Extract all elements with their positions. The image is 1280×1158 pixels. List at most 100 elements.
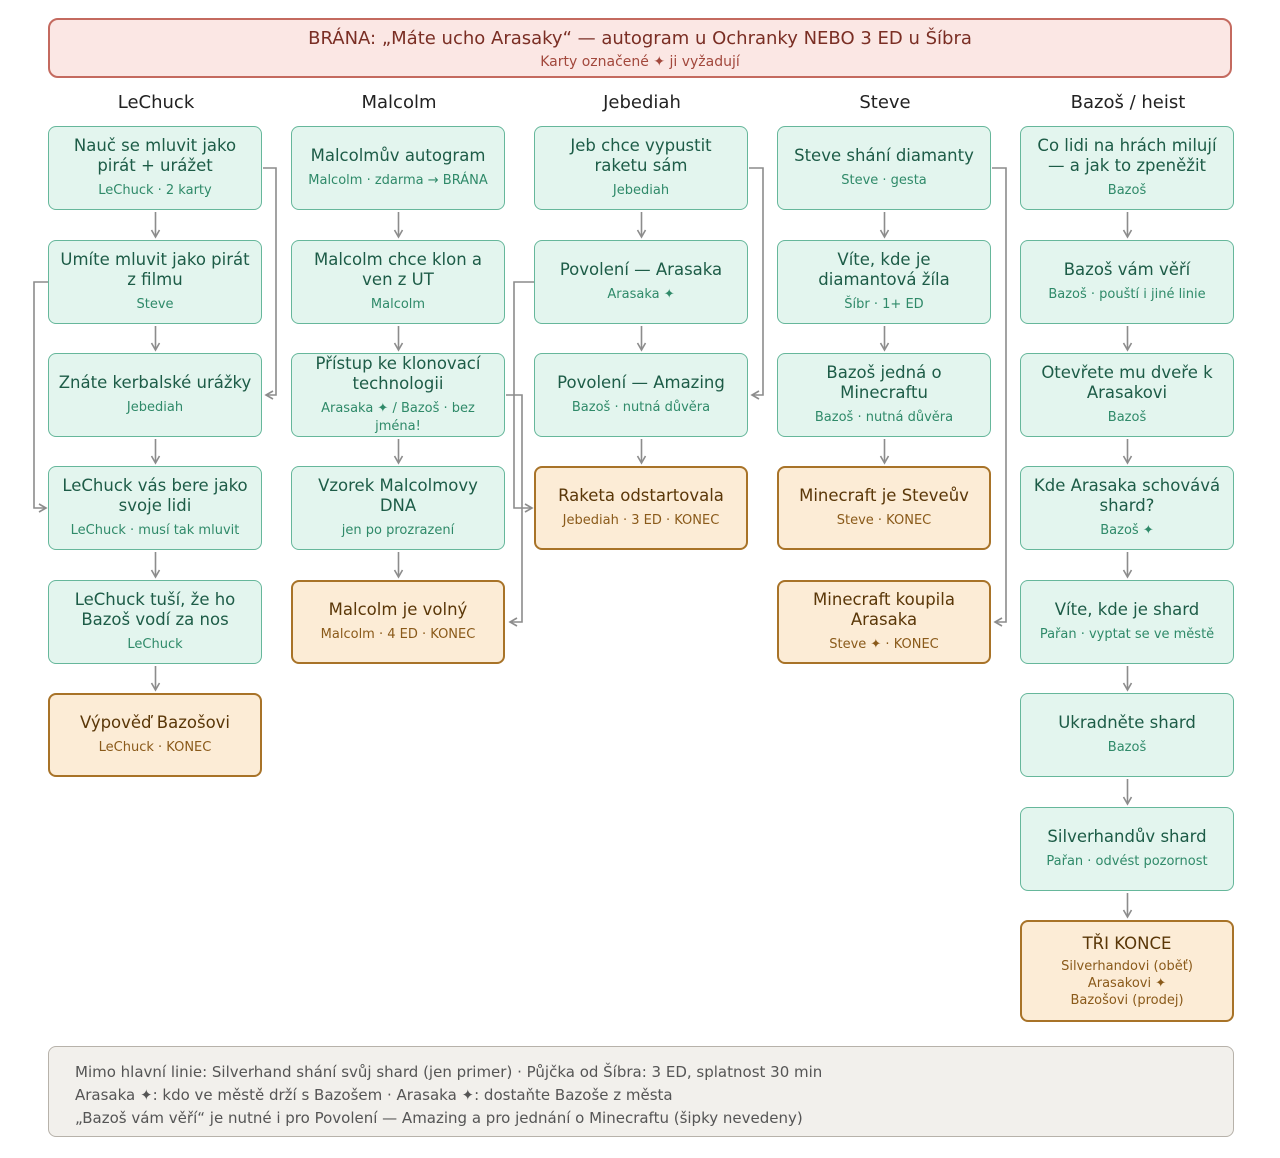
card-subtitle: Steve ✦ · KONEC [829, 637, 939, 652]
card-title: Bazoš jedná o Minecraftu [826, 363, 942, 402]
card-title: LeChuck vás bere jako svoje lidi [62, 476, 248, 515]
column-header: Bazoš / heist [1070, 92, 1186, 113]
card-title: Povolení — Arasaka [559, 260, 723, 279]
card-title: TŘI KONCE [1082, 933, 1172, 953]
card-subtitle: jen po prozrazení [341, 523, 455, 538]
gate-subtitle: Karty označené ✦ ji vyžadují [540, 54, 740, 70]
card-title: Znáte kerbalské urážky [58, 373, 252, 392]
column-header: Steve [859, 92, 911, 113]
card-title: Raketa odstartovala [558, 486, 724, 505]
card-title: Umíte mluvit jako pirát z filmu [60, 250, 250, 289]
card-subtitle: Pařan · odvést pozornost [1046, 854, 1208, 869]
card-subtitle: Bazoš ✦ [1100, 523, 1154, 538]
card-subtitle: Bazoš · nutná důvěra [814, 410, 954, 425]
card-title: Nauč se mluvit jako pirát + urážet [73, 136, 237, 175]
story-card: Kde Arasaka schovává shard? Bazoš ✦ [1020, 466, 1234, 550]
card-subtitle: LeChuck · 2 karty [98, 183, 212, 198]
footer-line: Arasaka ✦: kdo ve městě drží s Bazošem ·… [75, 1086, 673, 1104]
card-subtitle: Bazoš [1107, 183, 1147, 198]
card-subtitle: Bazoš · nutná důvěra [571, 400, 711, 415]
card-title: Otevřete mu dveře k Arasakovi [1041, 363, 1213, 402]
column-header: LeChuck [117, 92, 195, 113]
connector-arrow [263, 167, 277, 400]
card-title: Minecraft koupila Arasaka [813, 590, 955, 629]
card-title: Jeb chce vypustit raketu sám [570, 136, 712, 175]
card-title: Malcolm chce klon a ven z UT [313, 250, 483, 289]
footer-notes: Mimo hlavní linie: Silverhand shání svůj… [48, 1046, 1234, 1137]
card-title: Přístup ke klonovací technologii [315, 354, 481, 393]
column-header: Jebediah [603, 92, 681, 113]
card-title: Steve shání diamanty [794, 146, 974, 165]
story-card: Malcolm chce klon a ven z UT Malcolm [291, 240, 505, 324]
card-subtitle: LeChuck · KONEC [98, 740, 212, 755]
card-title: Víte, kde je shard [1054, 600, 1200, 619]
card-subtitle: Jebediah [612, 183, 670, 198]
card-title: Malcolm je volný [328, 600, 468, 619]
card-title: Výpověď Bazošovi [79, 713, 231, 732]
card-subtitle: Malcolm · 4 ED · KONEC [320, 627, 476, 642]
card-subtitle: Malcolm [370, 297, 426, 312]
story-card: Vzorek Malcolmovy DNA jen po prozrazení [291, 466, 505, 550]
card-subtitle: LeChuck · musí tak mluvit [70, 523, 240, 538]
card-subtitle: Arasaka ✦ [607, 287, 675, 302]
card-title: Malcolmův autogram [310, 146, 486, 165]
card-title: Minecraft je Steveův [799, 486, 969, 505]
connector-arrow [506, 394, 523, 627]
card-subtitle-line: Bazošovi (prodej) [1070, 992, 1184, 1008]
card-title: Vzorek Malcolmovy DNA [318, 476, 478, 515]
card-title: Bazoš vám věří [1063, 260, 1191, 279]
connector-arrow [33, 281, 48, 513]
footer-line: Mimo hlavní linie: Silverhand shání svůj… [75, 1063, 823, 1081]
card-subtitle: Steve [136, 297, 174, 312]
card-subtitle-line: Silverhandovi (oběť) [1061, 958, 1193, 974]
connector-arrow [992, 167, 1007, 627]
card-subtitle: LeChuck [127, 637, 183, 652]
card-subtitle: Bazoš [1107, 740, 1147, 755]
card-title: Kde Arasaka schovává shard? [1033, 476, 1221, 515]
card-subtitle: Malcolm · zdarma → BRÁNA [308, 173, 488, 188]
card-subtitle: Arasaka ✦ / Bazoš · bez jména! [321, 401, 475, 434]
story-card: Co lidi na hrách milují — a jak to zpeně… [1020, 126, 1234, 210]
card-subtitle: Steve · KONEC [836, 513, 932, 528]
card-title: Povolení — Amazing [557, 373, 725, 392]
card-subtitle-line: Arasakovi ✦ [1087, 975, 1167, 991]
column-header: Malcolm [361, 92, 437, 113]
card-title: Víte, kde je diamantová žíla [818, 250, 950, 289]
connector-arrow [749, 167, 764, 400]
card-subtitle: Silverhandovi (oběť)Arasakovi ✦Bazošovi … [1061, 958, 1193, 1009]
card-title: LeChuck tuší, že ho Bazoš vodí za nos [74, 590, 236, 629]
card-subtitle: Šíbr · 1+ ED [844, 297, 924, 312]
footer-line: „Bazoš vám věří“ je nutné i pro Povolení… [75, 1109, 803, 1127]
gate-banner: BRÁNA: „Máte ucho Arasaky“ — autogram u … [48, 18, 1232, 78]
card-title: Silverhandův shard [1047, 827, 1207, 846]
card-title: Ukradněte shard [1058, 713, 1196, 732]
connector-arrow [513, 281, 534, 513]
card-subtitle: Bazoš · pouští i jiné linie [1048, 287, 1206, 302]
card-subtitle: Jebediah · 3 ED · KONEC [562, 513, 720, 528]
gate-title: BRÁNA: „Máte ucho Arasaky“ — autogram u … [308, 28, 972, 49]
card-subtitle: Steve · gesta [841, 173, 927, 188]
